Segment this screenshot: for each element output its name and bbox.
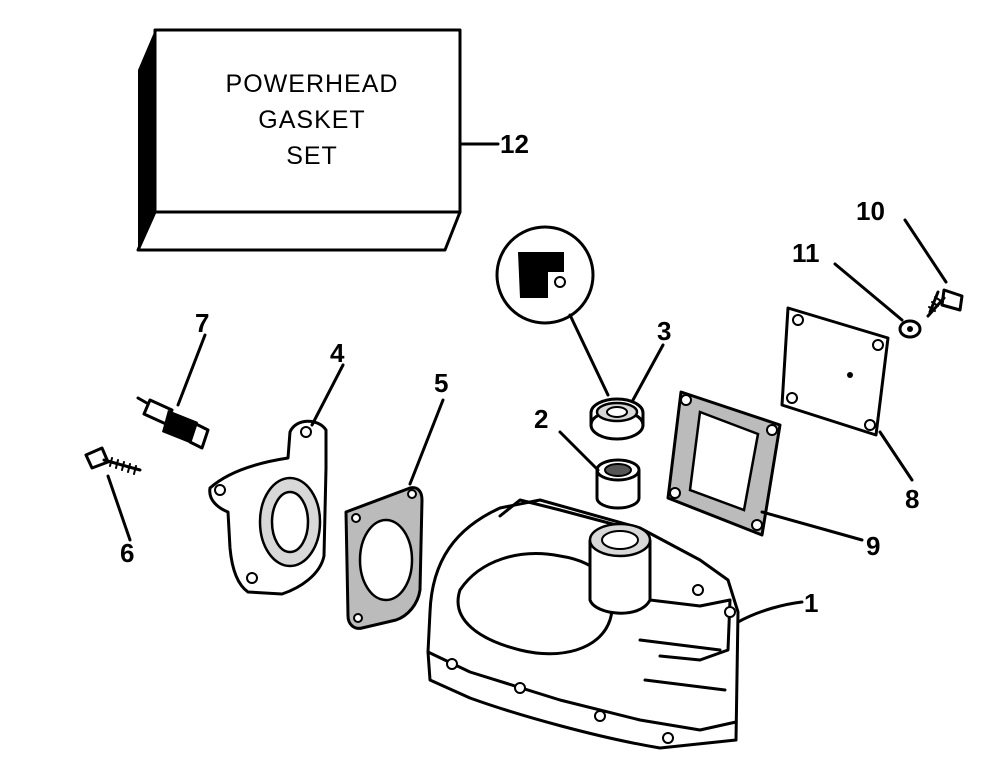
leader-line-6 — [106, 474, 132, 542]
bushing — [595, 458, 641, 510]
callout-2: 2 — [534, 404, 548, 434]
bolt — [84, 446, 142, 475]
leader-line-10 — [903, 218, 948, 284]
leader-line-1 — [736, 600, 804, 624]
callout-4: 4 — [330, 338, 345, 368]
callout-11: 11 — [792, 238, 820, 268]
leader-line-3 — [631, 343, 665, 402]
temperature-switch — [136, 396, 210, 450]
gasket-set-box: POWERHEAD GASKET SET — [136, 28, 462, 252]
flange-gasket — [344, 486, 424, 630]
leader-line-2 — [558, 430, 600, 472]
callout-6: 6 — [120, 538, 134, 568]
box-label-line3: SET — [286, 142, 338, 170]
washer — [898, 319, 922, 339]
box-label-line2: GASKET — [258, 106, 365, 134]
cover-screw — [926, 288, 964, 318]
housing-flange — [208, 419, 328, 596]
box-label-line1: POWERHEAD — [226, 70, 399, 98]
cover-plate — [780, 306, 890, 437]
callout-8: 8 — [905, 484, 919, 514]
leader-line-9 — [760, 510, 864, 542]
leader-line-7 — [176, 333, 207, 407]
main-housing — [426, 498, 740, 750]
leader-line-11 — [833, 262, 904, 322]
callout-12: 12 — [500, 129, 529, 159]
leader-line-4 — [310, 363, 345, 427]
callout-7: 7 — [195, 308, 209, 338]
callout-9: 9 — [866, 531, 880, 561]
callout-10: 10 — [856, 196, 885, 226]
cover-gasket — [666, 390, 782, 537]
callout-5: 5 — [434, 368, 448, 398]
seal-detail-inset — [495, 225, 610, 397]
bearing — [589, 397, 645, 441]
callout-3: 3 — [657, 316, 671, 346]
callout-1: 1 — [804, 588, 818, 618]
leader-line-5 — [408, 398, 445, 486]
leader-line-8 — [878, 430, 914, 482]
